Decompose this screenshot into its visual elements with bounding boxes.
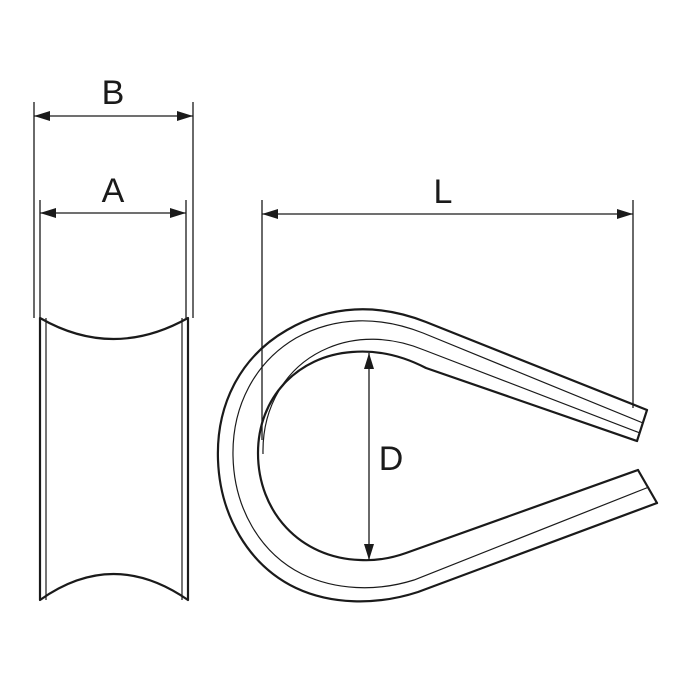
dimension-d: D [364, 353, 403, 560]
dim-a-arrow-left [40, 208, 56, 218]
front-view-top-end [635, 408, 649, 443]
dimension-b: B [34, 74, 193, 121]
dim-a-label: A [102, 172, 125, 210]
front-view [216, 308, 659, 603]
dimension-l: L [262, 173, 633, 219]
front-view-outer-edge [216, 308, 659, 603]
side-view [38, 316, 190, 602]
front-view-inner-edge [256, 350, 640, 562]
front-view-groove-outer [232, 320, 650, 589]
dimension-a: A [40, 172, 186, 218]
dim-d-label: D [379, 440, 404, 478]
dim-l-label: L [434, 173, 453, 211]
dim-b-arrow-left [34, 111, 50, 121]
dim-l-arrow-left [262, 209, 278, 219]
side-view-outline [38, 316, 190, 602]
dim-a-arrow-right [170, 208, 186, 218]
dim-b-label: B [102, 74, 125, 112]
dim-l-arrow-right [617, 209, 633, 219]
dim-d-arrow-bottom [364, 544, 374, 560]
front-view-groove-inner [262, 338, 641, 455]
front-view-bottom-end [636, 468, 659, 505]
dim-b-arrow-right [177, 111, 193, 121]
dim-d-arrow-top [364, 353, 374, 369]
